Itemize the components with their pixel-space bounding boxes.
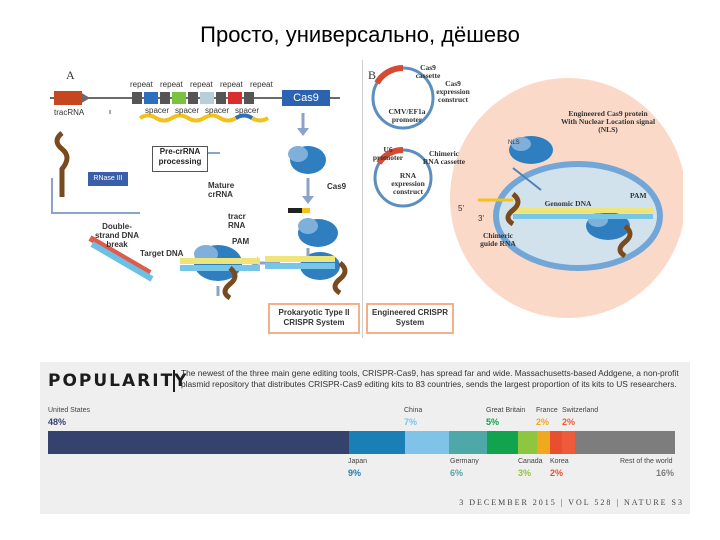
panel-divider xyxy=(362,60,363,338)
popularity-panel: POPULARITY The newest of the three main … xyxy=(40,362,690,514)
five-prime-label: 5' xyxy=(458,204,464,213)
cas9-cassette-label: Cas9 cassette xyxy=(415,63,441,80)
engineered-system-box: Engineered CRISPR System xyxy=(366,303,454,334)
pct-gb: 5% xyxy=(486,417,500,427)
pct-france: 2% xyxy=(536,417,550,427)
pam-label-a: PAM xyxy=(232,237,250,246)
country-label-canada: Canada xyxy=(518,458,543,465)
cmv-promoter-label: CMV/EF1a promoter xyxy=(388,107,426,124)
pct-us: 48% xyxy=(48,417,67,427)
pct-canada: 3% xyxy=(518,468,532,478)
dsb-label: Double-strand DNA break xyxy=(94,222,139,249)
pct-germany: 6% xyxy=(450,468,464,478)
popularity-title: POPULARITY xyxy=(48,371,189,391)
journal-footer: 3 DECEMBER 2015 | VOL 528 | NATURE S3 xyxy=(459,498,684,507)
spacer-label-3: spacer xyxy=(205,106,230,115)
rna-expression-label: RNA expression construct xyxy=(391,171,425,196)
panel-a-diagram xyxy=(50,91,348,301)
panel-b-diagram xyxy=(371,64,683,318)
tracr-rna-label: tracr RNA xyxy=(228,212,246,230)
engineered-protein-label: Engineered Cas9 protein With Nuclear Loc… xyxy=(560,109,656,134)
pct-switzerland: 2% xyxy=(562,417,576,427)
page-title: Просто, универсально, дёшево xyxy=(200,22,520,47)
bar-segment-united-states xyxy=(48,431,349,454)
bar-segment-germany xyxy=(449,431,487,454)
mature-crrna-label: Mature crRNA xyxy=(208,181,235,199)
bar-segment-japan xyxy=(348,431,406,454)
rnase-box: RNase III xyxy=(88,172,128,186)
u6-promoter-label: U6 promoter xyxy=(372,145,404,162)
pre-crrna-box: Pre-crRNA processing xyxy=(152,146,208,172)
pct-china: 7% xyxy=(404,417,418,427)
repeat-label-5: repeat xyxy=(250,80,273,89)
bar-segment-china xyxy=(405,431,450,454)
country-label-france: France xyxy=(536,407,558,414)
spacer-label-2: spacer xyxy=(175,106,200,115)
tracrna-label: tracRNA xyxy=(54,108,85,117)
bar-segment-korea xyxy=(549,431,563,454)
country-label-us: United States xyxy=(48,407,91,414)
three-prime-label: 3' xyxy=(478,214,484,223)
target-dna-label: Target DNA xyxy=(140,249,184,258)
bar-segment-france xyxy=(537,431,550,454)
cas9-expression-label: Cas9 expression construct xyxy=(436,79,470,104)
bar-segment-canada xyxy=(518,431,537,454)
country-label-china: China xyxy=(404,407,423,414)
repeat-label-1: repeat xyxy=(130,80,153,89)
country-label-germany: Germany xyxy=(450,458,479,465)
country-label-rest: Rest of the world xyxy=(620,458,673,465)
country-label-korea: Korea xyxy=(550,458,569,465)
bar-segment-rest-of-the-world xyxy=(574,431,675,454)
popularity-bar xyxy=(48,431,675,454)
popularity-separator xyxy=(173,370,175,392)
cas9-label: Cas9 xyxy=(327,182,347,191)
pct-korea: 2% xyxy=(550,468,564,478)
spacer-label-4: spacer xyxy=(235,106,260,115)
bar-segment-great-britain xyxy=(486,431,519,454)
chimeric-cassette-label: Chimeric RNA cassette xyxy=(422,149,466,166)
panel-b-letter: B xyxy=(368,68,377,82)
country-label-japan: Japan xyxy=(348,458,368,465)
repeat-label-3: repeat xyxy=(190,80,213,89)
pct-rest: 16% xyxy=(656,468,675,478)
chimeric-guide-label: Chimeric guide RNA xyxy=(480,231,516,248)
pam-label-b: PAM xyxy=(630,191,647,200)
nls-label: NLS xyxy=(508,140,520,146)
country-label-gb: Great Britain xyxy=(486,407,526,414)
repeat-label-2: repeat xyxy=(160,80,183,89)
popularity-description: The newest of the three main gene editin… xyxy=(181,368,679,389)
panel-a-letter: A xyxy=(66,68,75,82)
repeat-label-4: repeat xyxy=(220,80,243,89)
country-label-switzerland: Switzerland xyxy=(562,407,599,414)
pct-japan: 9% xyxy=(348,468,362,478)
prokaryotic-system-box: Prokaryotic Type II CRISPR System xyxy=(268,303,360,334)
cas9-gene-box: Cas9 xyxy=(282,90,330,106)
genomic-dna-label: Genomic DNA xyxy=(544,199,592,208)
spacer-label-1: spacer xyxy=(145,106,170,115)
bar-segment-switzerland xyxy=(562,431,575,454)
